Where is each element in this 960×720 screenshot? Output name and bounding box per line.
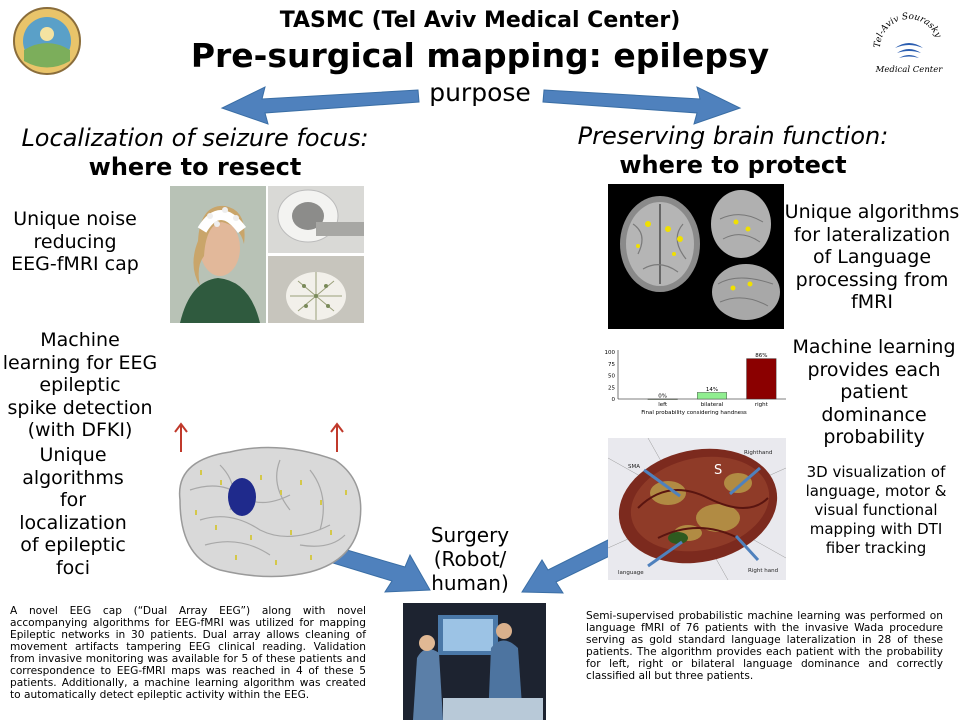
x-tick-label: left [658,402,668,408]
chart-canvas: Final probability considering handness 1… [605,350,786,416]
arrow-to-surgery-left [322,544,431,593]
bar-value-label: 86% [755,353,767,359]
x-tick-label: right [755,402,769,408]
dominance-chart: Final probability considering handness 1… [594,347,790,417]
left-logo [12,6,82,76]
brain-surface-render [160,440,368,582]
fmri-scans [608,184,784,329]
left-heading: Localization of seizure focus: [21,124,369,152]
purpose-label: purpose [429,78,531,107]
bar-left [647,398,678,400]
logo-bottom-text: Medical Center [875,65,944,75]
org-title: TASMC (Tel Aviv Medical Center) [279,8,681,33]
eeg-cap-photo-woman [170,186,266,323]
right-paragraph: Semi-supervised probabilistic machine le… [586,610,943,682]
bar-value-label: 0% [658,394,667,400]
label-right-hand: Right hand [748,568,778,574]
label-sma: SMA [628,464,640,470]
x-tick-label: bilateral [701,402,724,408]
y-tick-label: 25 [608,385,615,391]
arrow-to-surgery-right [521,539,619,594]
bar-right [746,358,777,400]
label-righthand: Righthand [744,450,772,456]
y-tick-label: 100 [605,350,616,356]
surgery-label: Surgery(Robot/human) [430,523,510,595]
label-language: language [618,570,644,576]
left-paragraph: A novel EEG cap (“Dual Array EEG”) along… [10,605,366,701]
right-subheading: where to protect [619,151,847,179]
page-title: Pre-surgical mapping: epilepsy [190,36,770,75]
right-heading: Preserving brain function: [577,122,889,150]
mri-scanner-photo [268,186,364,253]
y-tick-label: 50 [608,374,615,380]
label-s: S [714,463,722,478]
y-tick-label: 0 [612,397,616,403]
eeg-cap-head-photo [268,256,364,323]
surgery-photo [403,603,546,720]
arrow-left [220,86,420,125]
arrow-right [542,86,742,125]
bar-value-label: 14% [706,387,718,393]
left-subheading: where to resect [88,153,302,181]
dti-brain-render: S SMA Righthand language Right hand [608,438,786,580]
bar-bilateral [696,392,727,400]
x-axis-label: Final probability considering handness [641,410,747,416]
right-logo: Tel-Aviv Sourasky Medical Center [870,8,948,78]
y-tick-label: 75 [608,362,615,368]
